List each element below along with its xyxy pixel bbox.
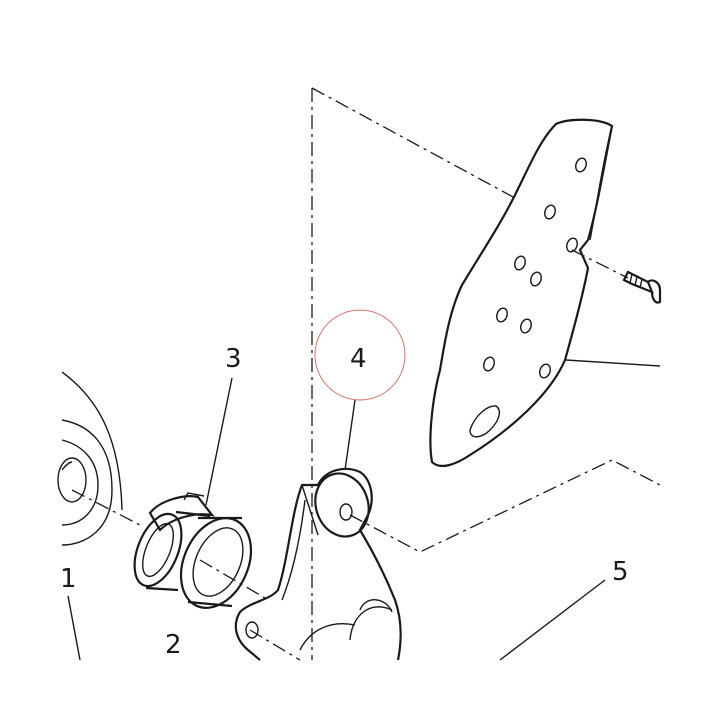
callout-1: 1 — [60, 564, 77, 594]
part-3-bushing — [133, 492, 215, 592]
part-1-housing — [57, 371, 123, 661]
callout-2: 2 — [165, 630, 182, 660]
part-2-ring — [179, 516, 253, 609]
assembly-axis-lines — [71, 87, 661, 661]
callout-leaders — [205, 377, 606, 661]
highlight-circle — [314, 309, 406, 401]
footrest-plate — [429, 118, 661, 468]
callout-3: 3 — [225, 344, 242, 374]
bolt — [622, 270, 662, 304]
callout-5: 5 — [612, 557, 629, 587]
part-4-pedal-arm — [234, 467, 402, 661]
callout-4: 4 — [350, 344, 367, 374]
